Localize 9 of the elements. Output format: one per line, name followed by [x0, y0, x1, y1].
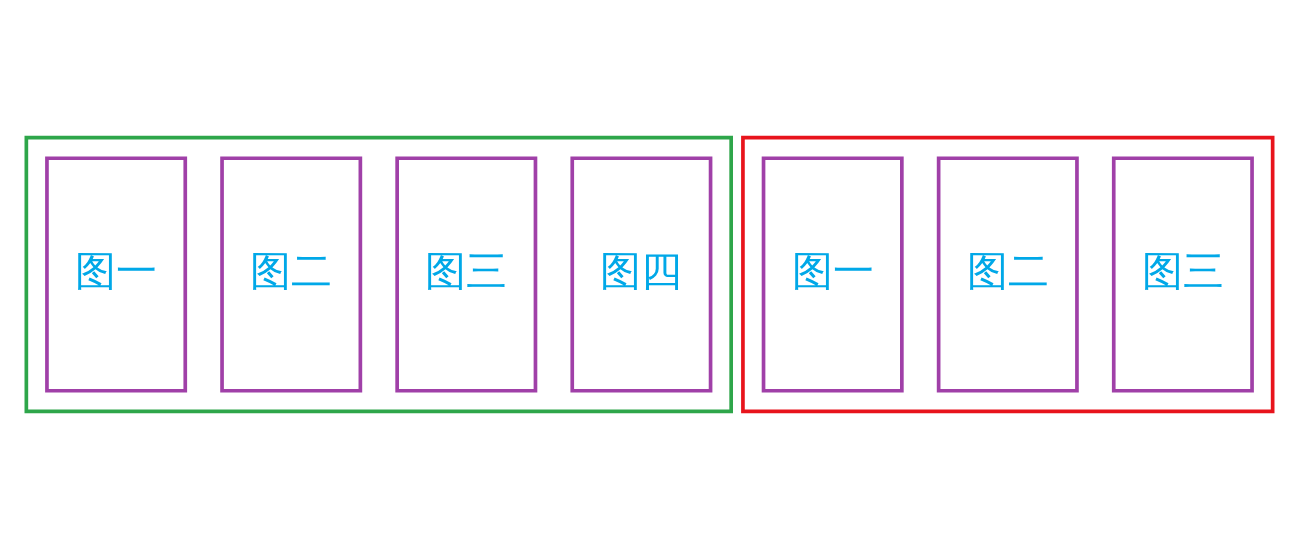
- node-box: 图一: [45, 156, 188, 393]
- node-box: 图四: [570, 156, 713, 393]
- node-box: 图二: [220, 156, 363, 393]
- cluster: [741, 135, 1275, 414]
- node-box: 图三: [395, 156, 538, 393]
- node-box: 图一: [761, 156, 904, 393]
- node-box: 图三: [1111, 156, 1254, 393]
- node-box: 图二: [936, 156, 1079, 393]
- cluster: [24, 135, 733, 414]
